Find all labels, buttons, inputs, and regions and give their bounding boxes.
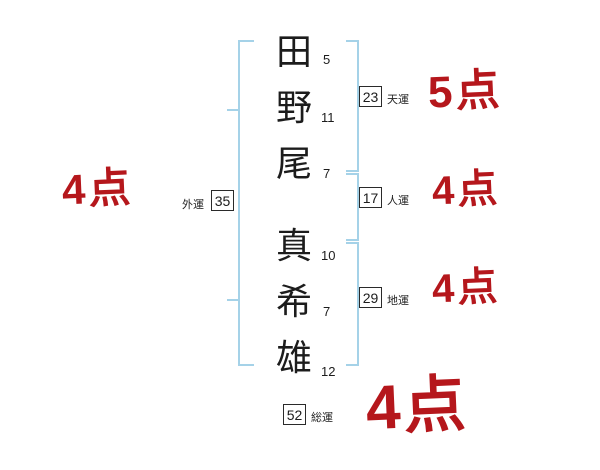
stroke-count: 10 <box>321 248 336 263</box>
heaven-luck-bracket <box>346 40 359 172</box>
bracket-tick <box>227 299 238 301</box>
earth-luck-bracket <box>346 242 359 366</box>
outer-luck-value-box: 35 <box>211 190 234 211</box>
stroke-count: 7 <box>323 304 331 319</box>
person-luck-value-box: 17 <box>359 187 382 208</box>
name-character: 田 <box>276 31 313 72</box>
outer-luck-bracket <box>238 40 254 366</box>
stroke-count: 7 <box>323 166 331 181</box>
person-luck-bracket <box>346 173 359 241</box>
name-character: 尾 <box>276 143 313 184</box>
heaven-luck-value-box: 23 <box>359 86 382 107</box>
heaven-luck-score: 5点 <box>426 65 504 118</box>
name-character: 希 <box>276 281 313 322</box>
name-character: 真 <box>276 225 313 266</box>
total-luck-value-box: 52 <box>283 404 306 425</box>
name-character: 野 <box>276 87 313 128</box>
earth-luck-score: 4点 <box>431 264 502 312</box>
stroke-count: 12 <box>321 364 336 379</box>
name-character: 雄 <box>276 337 313 378</box>
earth-luck-value-box: 29 <box>359 287 382 308</box>
total-luck-label: 総運 <box>311 412 333 424</box>
stroke-count: 5 <box>323 52 331 67</box>
outer-luck-score: 4点 <box>60 163 135 214</box>
outer-luck-label: 外運 <box>182 199 204 211</box>
stroke-count: 11 <box>321 110 335 125</box>
bracket-tick <box>227 109 238 111</box>
total-luck-score: 4点 <box>364 369 470 444</box>
heaven-luck-label: 天運 <box>387 94 409 106</box>
person-luck-label: 人運 <box>387 195 409 207</box>
earth-luck-label: 地運 <box>387 295 409 307</box>
person-luck-score: 4点 <box>431 166 502 214</box>
